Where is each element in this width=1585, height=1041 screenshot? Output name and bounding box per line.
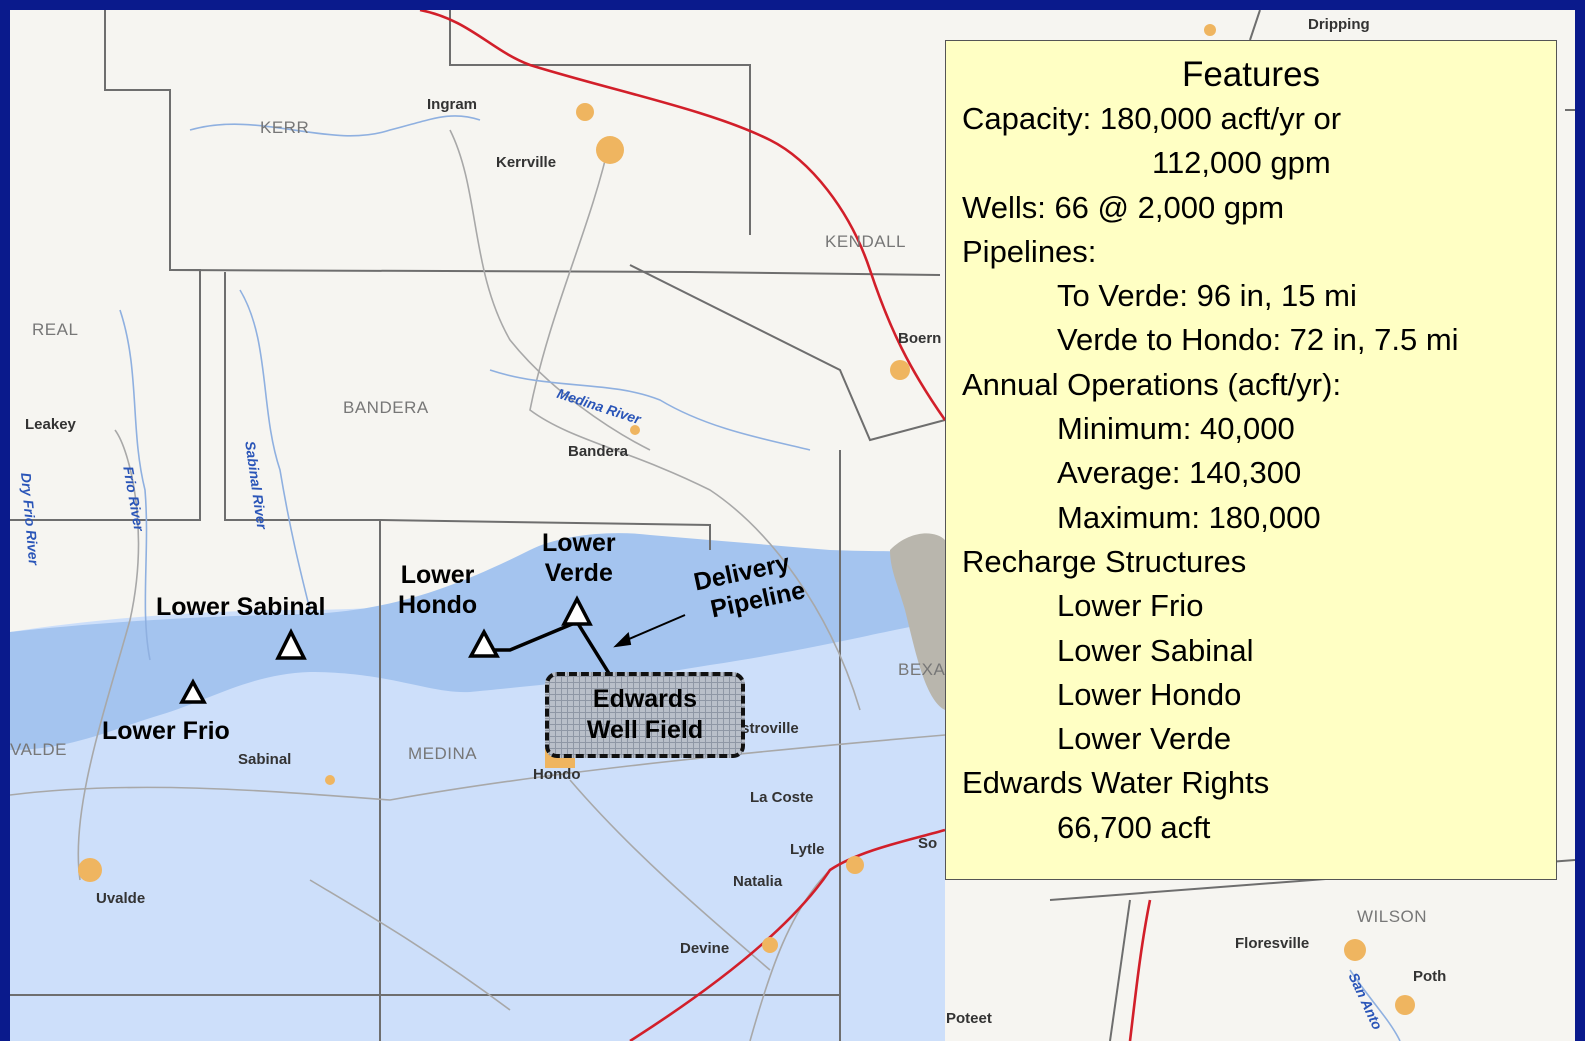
county-label-bexar: BEXA [898, 660, 946, 679]
features-line: Lower Sabinal [1057, 632, 1254, 668]
county-label-bandera: BANDERA [343, 398, 429, 417]
triangle-lower-hondo [468, 628, 500, 658]
town-label-leakey: Leakey [25, 416, 76, 433]
features-line: Edwards Water Rights [962, 765, 1270, 801]
features-line: To Verde: 96 in, 15 mi [1057, 278, 1357, 314]
site-label-lower-hondo-line2: Hondo [398, 591, 478, 619]
town-label-ingram: Ingram [427, 96, 478, 113]
features-line: Wells: 66 @ 2,000 gpm [962, 189, 1285, 225]
site-label-lower-sabinal: Lower Sabinal [156, 593, 326, 621]
features-line: Recharge Structures [962, 543, 1247, 579]
town-label-somerset: So [918, 835, 938, 852]
town-label-bandera: Bandera [568, 443, 629, 460]
town-label-boerne: Boern [898, 330, 942, 347]
county-label-kerr: KERR [260, 118, 310, 137]
well-field-line1: Edwards [592, 684, 698, 713]
features-line: Lower Verde [1057, 721, 1232, 757]
features-line: Pipelines: [962, 233, 1097, 269]
triangle-lower-frio [179, 678, 207, 704]
pipeline-arrow [613, 614, 686, 648]
pipeline [488, 619, 612, 676]
features-line: Annual Operations (acft/yr): [962, 366, 1342, 402]
edwards-well-field: Edwards Well Field [545, 672, 745, 758]
county-label-kendall: KENDALL [825, 232, 906, 251]
site-label-lower-verde: Lower Verde [542, 528, 616, 588]
rivers [119, 115, 1401, 1041]
recharge-triangles [179, 595, 593, 704]
county-label-wilson: WILSON [1357, 907, 1428, 926]
town-label-sabinal: Sabinal [238, 751, 292, 768]
roads [10, 129, 946, 1041]
features-line: Capacity: 180,000 acft/yr or [962, 101, 1342, 136]
town-label-floresville: Floresville [1235, 935, 1310, 952]
county-label-uvalde: VALDE [10, 740, 67, 759]
features-line: Maximum: 180,000 [1057, 499, 1321, 535]
town-label-poth: Poth [1413, 968, 1447, 985]
town-label-kerrville: Kerrville [496, 154, 557, 171]
site-label-lower-hondo-line1: Lower [400, 561, 475, 589]
site-label-lower-verde-line1: Lower [542, 529, 616, 557]
site-label-lower-verde-line2: Verde [544, 559, 613, 587]
site-label-lower-hondo: Lower Hondo [398, 560, 477, 620]
features-line: Verde to Hondo: 72 in, 7.5 mi [1057, 322, 1459, 358]
town-label-hondo: Hondo [533, 766, 581, 783]
features-line: 112,000 gpm [1152, 145, 1331, 181]
town-label-devine: Devine [680, 940, 730, 957]
site-label-lower-frio: Lower Frio [102, 717, 230, 745]
features-line: Minimum: 40,000 [1057, 411, 1295, 447]
town-label-poteet: Poteet [946, 1010, 992, 1027]
map-frame: KERR KENDALL REAL BANDERA MEDINA VALDE B… [10, 10, 1575, 1041]
features-line: 66,700 acft [1057, 809, 1211, 845]
county-label-real: REAL [32, 320, 79, 339]
town-label-dripping: Dripping [1308, 16, 1370, 33]
town-label-uvalde: Uvalde [96, 890, 146, 907]
highways [419, 10, 1152, 1041]
features-title: Features [1181, 55, 1321, 94]
features-line: Average: 140,300 [1057, 455, 1302, 491]
triangle-lower-sabinal [275, 628, 307, 660]
town-label-natalia: Natalia [733, 873, 783, 890]
urban-area [890, 533, 945, 710]
features-box: Features Capacity: 180,000 acft/yr or 112… [945, 40, 1557, 880]
county-label-medina: MEDINA [408, 744, 478, 763]
features-line: Lower Frio [1057, 588, 1204, 624]
triangle-lower-verde [561, 595, 593, 626]
well-field-line2: Well Field [586, 716, 704, 744]
town-label-lytle: Lytle [790, 841, 825, 858]
features-line: Lower Hondo [1057, 676, 1242, 712]
town-label-la-coste: La Coste [750, 789, 814, 806]
